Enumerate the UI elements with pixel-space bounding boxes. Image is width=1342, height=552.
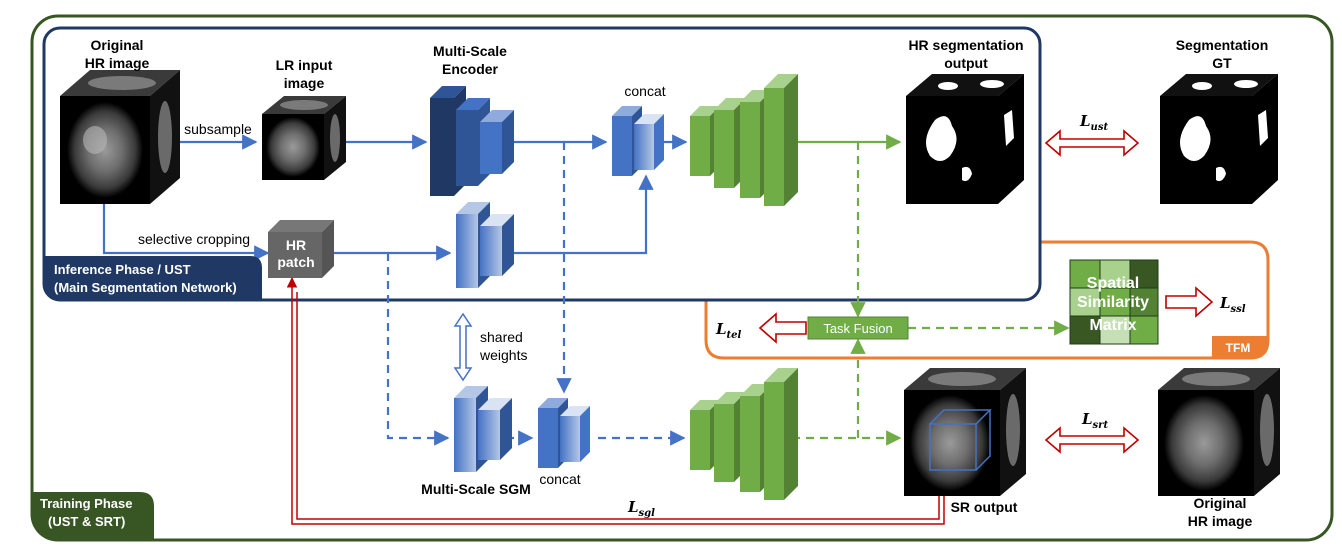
ssl-loss-arrow [1165,286,1214,318]
spatial-label-1: Spatial [1087,275,1139,292]
original-hr-bottom-label-1: Original [1194,495,1247,511]
tel-loss-arrow [758,312,807,344]
spatial-label-2: Similarity [1077,294,1149,311]
tfm-tag [1212,336,1268,358]
original-hr-label-1: Original [91,37,144,53]
loss-ssl-label: Lssl [1219,294,1246,315]
subsample-label: subsample [184,121,252,137]
blue-solid-arrows [102,134,688,261]
training-phase-tag [32,492,154,540]
tfm-label: TFM [1226,341,1251,355]
decoder-top-block [690,74,798,206]
task-fusion-label: Task Fusion [823,321,892,336]
original-hr-bottom-label-2: HR image [1188,513,1253,529]
inference-label-1: Inference Phase / UST [54,262,191,277]
multiscale-sgm-block [454,386,512,472]
concat-bottom-block [538,398,590,468]
seg-gt-label-2: GT [1212,55,1232,71]
encoder-label-2: Encoder [442,61,499,77]
hr-patch-label-1: HR [286,237,306,253]
sgl-loss-loop [286,276,950,525]
spatial-similarity-matrix [1069,259,1159,345]
hr-patch-cube [268,220,334,278]
hr-seg-output-label-2: output [944,55,988,71]
patch-encoder-block [456,202,514,288]
multiscale-sgm-label: Multi-Scale SGM [421,481,531,497]
loss-tel-label: Ltel [715,320,742,341]
ust-loss-arrow [1044,129,1140,157]
original-hr-label-2: HR image [85,55,150,71]
segmentation-gt-cube [1160,74,1278,204]
loss-srt-label: Lsrt [1081,410,1108,431]
sr-output-cube [904,368,1026,496]
shared-weights-arrow [453,312,473,382]
loss-sgl-label: Lsgl [627,498,655,519]
multiscale-encoder-block [430,86,514,196]
lr-input-label-2: image [284,75,325,91]
original-hr-image-cube [60,70,180,204]
inference-label-2: (Main Segmentation Network) [54,280,237,295]
concat-top-block [612,106,664,176]
shared-weights-label-2: weights [479,347,527,363]
hr-segmentation-output-cube [906,74,1024,204]
lr-input-image-cube [262,96,346,180]
inference-phase-tag [44,256,262,300]
seg-gt-label-1: Segmentation [1176,37,1269,53]
loss-ust-label: Lust [1079,112,1108,133]
original-hr-image-bottom-cube [1158,368,1280,496]
concat-top-label: concat [624,83,665,99]
lr-input-label-1: LR input [276,57,333,73]
shared-weights-label-1: shared [480,329,523,345]
training-label-1: Training Phase [40,496,132,511]
hr-patch-label-2: patch [277,254,314,270]
sr-output-label: SR output [951,499,1018,515]
concat-bottom-label: concat [539,471,580,487]
selective-cropping-label: selective cropping [138,231,250,247]
hr-seg-output-label-1: HR segmentation [908,37,1023,53]
decoder-bottom-block [690,368,798,500]
training-phase-frame [30,14,1334,542]
training-label-2: (UST & SRT) [48,514,125,529]
spatial-label-3: Matrix [1089,317,1136,334]
encoder-label-1: Multi-Scale [433,43,507,59]
task-fusion-box [807,316,909,340]
srt-loss-arrow [1044,426,1140,454]
